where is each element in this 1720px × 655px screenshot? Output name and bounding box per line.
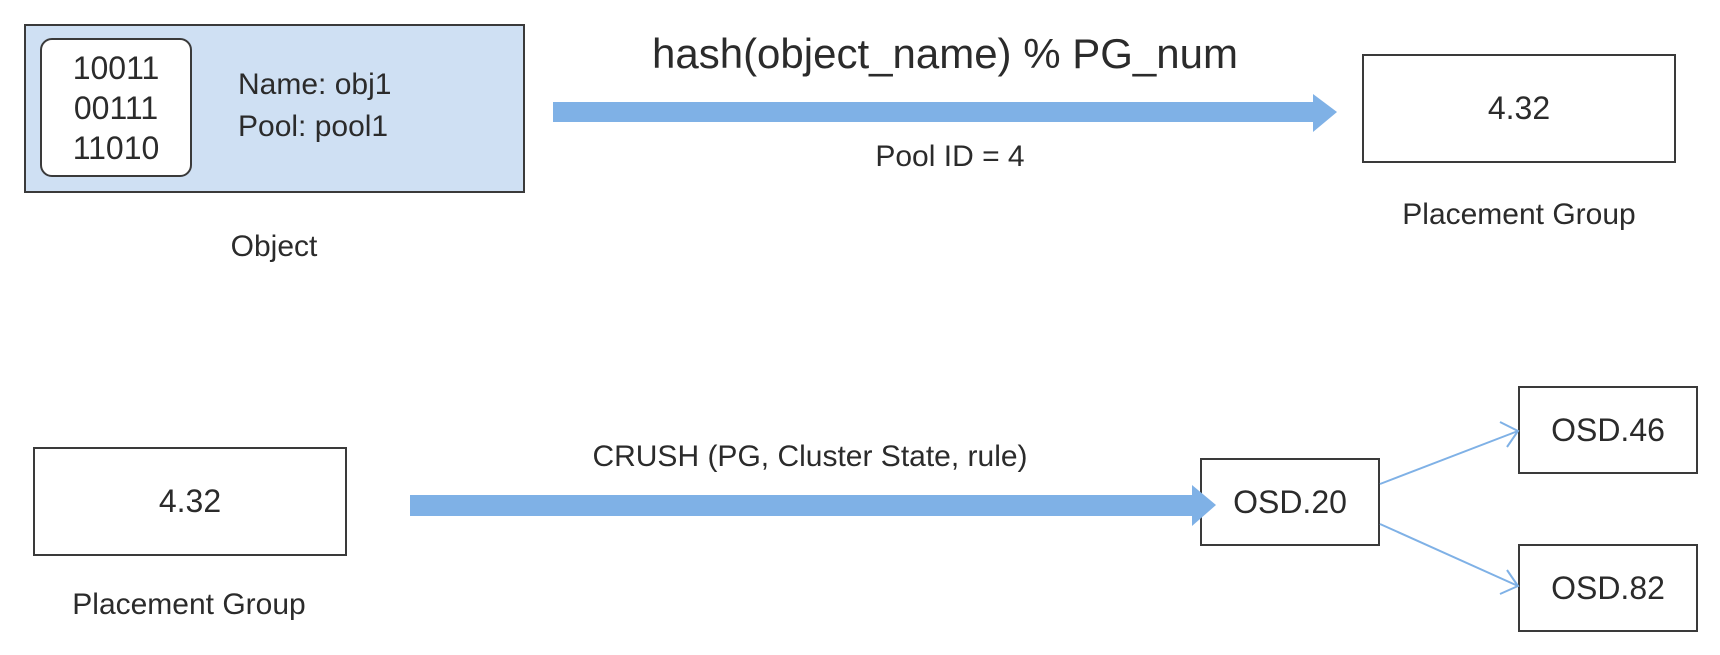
object-name-text: Name: obj1 — [238, 68, 392, 101]
placement-group-top-value: 4.32 — [1487, 90, 1551, 126]
object-pool-text: Pool: pool1 — [238, 110, 389, 143]
osd-primary-label: OSD.20 — [1233, 483, 1347, 520]
replica-1-arrow-head — [1499, 421, 1520, 448]
osd-replica-1-box: OSD.46 — [1518, 386, 1698, 474]
object-meta: Name: obj1 Pool: pool1 — [238, 64, 391, 148]
hash-formula: hash(object_name) % PG_num — [652, 30, 1238, 77]
crush-arrow-head — [1192, 485, 1216, 526]
crush-label: CRUSH (PG, Cluster State, rule) — [592, 440, 1028, 473]
bits-line: 10011 — [72, 49, 160, 86]
placement-group-top-caption: Placement Group — [1402, 198, 1636, 231]
object-caption: Object — [230, 230, 318, 263]
placement-group-top-box: 4.32 — [1362, 54, 1676, 163]
crush-arrow-shaft — [410, 495, 1194, 516]
object-data-bits: 10011 00111 11010 — [40, 38, 192, 177]
bits-line: 00111 — [73, 89, 159, 126]
hash-arrow-shaft — [553, 102, 1315, 122]
replica-2-arrow-line — [1379, 523, 1519, 587]
osd-replica-2-box: OSD.82 — [1518, 544, 1698, 632]
osd-replica-1-label: OSD.46 — [1551, 411, 1665, 448]
placement-group-bottom-value: 4.32 — [158, 483, 222, 519]
pool-id-label: Pool ID = 4 — [875, 140, 1025, 173]
placement-group-bottom-caption: Placement Group — [72, 588, 306, 621]
osd-replica-2-label: OSD.82 — [1551, 569, 1665, 606]
bits-line: 11010 — [72, 129, 160, 166]
replica-1-arrow-line — [1379, 430, 1519, 485]
osd-primary-box: OSD.20 — [1200, 458, 1380, 546]
replica-2-arrow-head — [1499, 569, 1520, 595]
hash-arrow-head — [1313, 94, 1337, 132]
placement-group-bottom-box: 4.32 — [33, 447, 347, 556]
